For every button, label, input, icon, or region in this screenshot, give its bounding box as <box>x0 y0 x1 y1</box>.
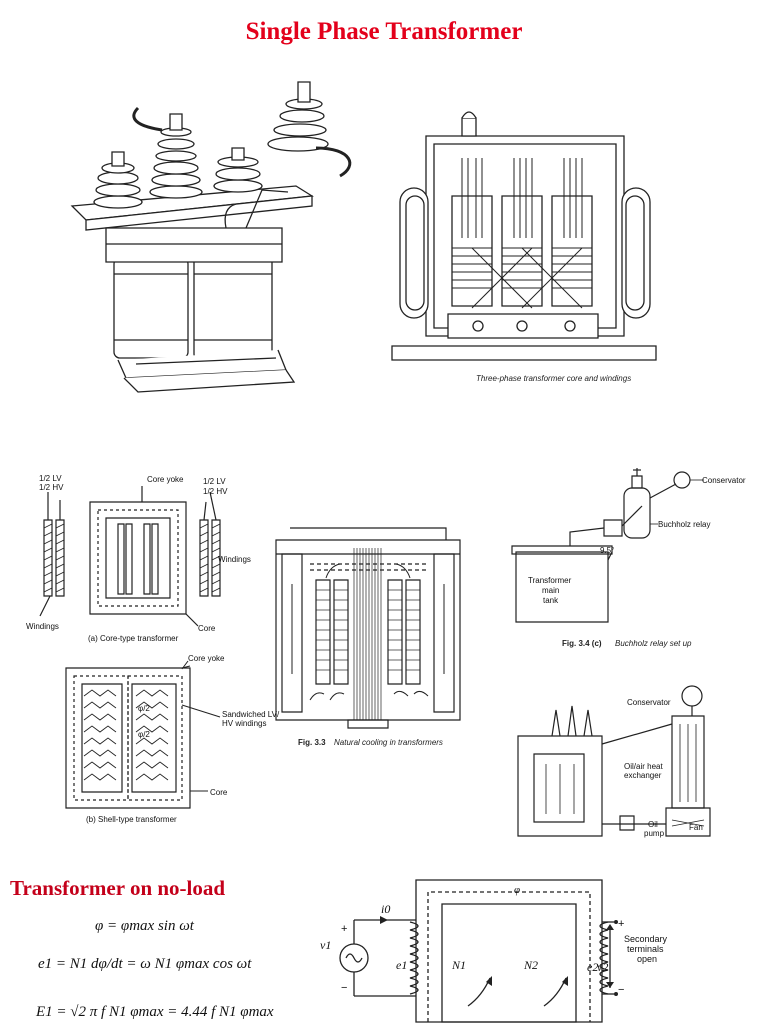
no-load-circuit-diagram <box>318 878 618 1022</box>
equation-emf-rms: E1 = √2 π f N1 φmax = 4.44 f N1 φmax <box>36 1004 274 1020</box>
core-type-lv-left: 1/2 LV <box>39 474 62 483</box>
natural-cooling-fig: Fig. 3.3 <box>298 738 326 747</box>
core-type-hv-right: 1/2 HV <box>203 487 228 496</box>
circuit-minus-left: − <box>341 982 348 994</box>
circuit-plus-left: + <box>341 923 348 935</box>
oil-cooling-exchanger-1: Oil/air heat <box>624 762 663 771</box>
buchholz-diagram <box>508 466 728 626</box>
shell-type-core-yoke: Core yoke <box>188 654 225 663</box>
oil-cooling-pump-1: Oil <box>648 820 658 829</box>
buchholz-tank-3: tank <box>543 596 559 605</box>
shell-type-hv-windings: HV windings <box>222 719 267 728</box>
core-type-caption: (a) Core-type transformer <box>88 634 179 643</box>
circuit-phi: φ <box>514 884 521 896</box>
circuit-secondary-2: terminals <box>627 944 664 954</box>
buchholz-relay: Buchholz relay <box>658 520 711 529</box>
forced-oil-cooling-diagram <box>516 684 720 840</box>
circuit-i0: i0 <box>381 902 391 916</box>
circuit-plus-right: + <box>618 918 625 930</box>
core-type-hv-left: 1/2 HV <box>39 483 64 492</box>
shell-type-caption: (b) Shell-type transformer <box>86 815 177 824</box>
pole-transformer-illustration <box>66 78 356 398</box>
natural-cooling-caption: Natural cooling in transformers <box>334 738 443 747</box>
shell-type-core: Core <box>210 788 228 797</box>
core-type-diagram <box>30 480 230 630</box>
shell-type-sandwiched: Sandwiched LV/ <box>222 710 280 719</box>
equation-flux: φ = φmax sin ωt <box>95 918 194 934</box>
natural-cooling-diagram <box>270 524 466 734</box>
oil-cooling-conservator: Conservator <box>627 698 671 707</box>
buchholz-caption: Buchholz relay set up <box>615 639 692 648</box>
oil-cooling-fan: Fan <box>689 823 703 832</box>
core-type-core-yoke: Core yoke <box>147 475 184 484</box>
buchholz-conservator: Conservator <box>702 476 746 485</box>
buchholz-tank-2: main <box>542 586 560 595</box>
buchholz-tank-1: Transformer <box>528 576 572 585</box>
equation-emf-instant: e1 = N1 dφ/dt = ω N1 φmax cos ωt <box>38 956 252 972</box>
oil-cooling-pump-2: pump <box>644 829 665 838</box>
circuit-e2: e2 <box>587 960 599 974</box>
circuit-secondary-1: Secondary <box>624 934 668 944</box>
buchholz-fig: Fig. 3.4 (c) <box>562 639 602 648</box>
shell-type-phi2-b: φ/2 <box>138 730 150 739</box>
shell-type-phi2-a: φ/2 <box>138 704 150 713</box>
three-phase-caption: Three-phase transformer core and winding… <box>476 374 632 383</box>
page-title: Single Phase Transformer <box>245 18 523 45</box>
shell-type-diagram <box>64 666 194 812</box>
oil-cooling-exchanger-2: exchanger <box>624 771 662 780</box>
core-type-core: Core <box>198 624 216 633</box>
buchholz-angle: 9.5° <box>600 546 615 555</box>
circuit-n2: N2 <box>524 958 539 972</box>
circuit-secondary-3: open <box>637 954 658 964</box>
three-phase-core-illustration <box>392 98 656 368</box>
circuit-v1: v1 <box>320 938 332 952</box>
circuit-v2: v2 <box>597 960 609 974</box>
circuit-e1: e1 <box>396 958 408 972</box>
core-type-lv-right: 1/2 LV <box>203 477 226 486</box>
core-type-windings-right: Windings <box>218 555 251 564</box>
shell-type-leaders <box>180 655 240 795</box>
core-type-windings-left: Windings <box>26 622 59 631</box>
circuit-n1: N1 <box>452 958 467 972</box>
no-load-heading: Transformer on no-load <box>10 876 226 900</box>
circuit-minus-right: − <box>618 984 625 996</box>
